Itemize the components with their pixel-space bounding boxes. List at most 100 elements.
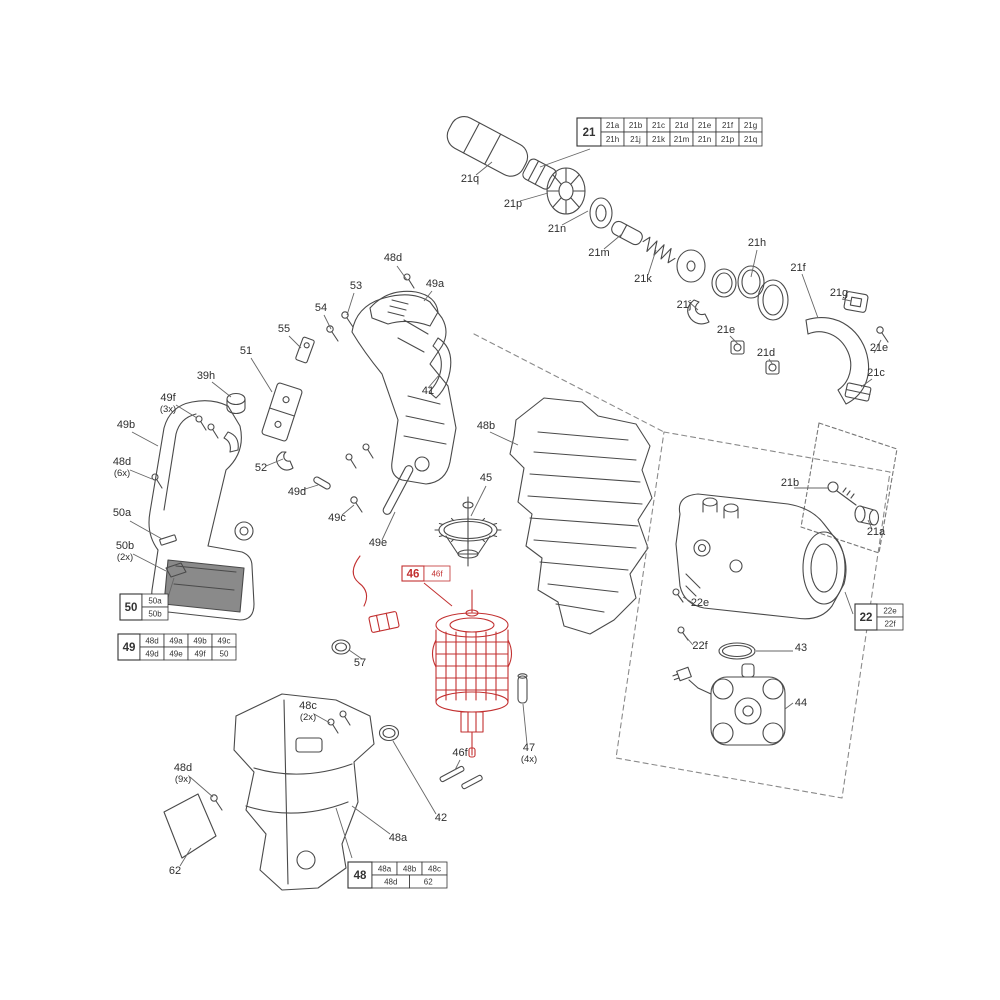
screw-53-drawing [341, 311, 354, 328]
leader-line [867, 519, 873, 530]
part-label-53: 53 [350, 280, 362, 292]
part-label-21m: 21m [588, 247, 609, 259]
part-label-21n: 21n [548, 223, 566, 235]
part-label-21e: 21e [717, 324, 735, 336]
screw-54-drawing [326, 325, 339, 342]
leader-line [250, 357, 273, 393]
o-ring-42-drawing [378, 724, 400, 742]
ref-box-number: 46 [407, 569, 420, 581]
leader-line [288, 335, 302, 349]
leader-line [131, 431, 159, 447]
leader-line [682, 596, 694, 604]
part-label-49a: 49a [426, 278, 445, 290]
part-label-21k: 21k [634, 273, 652, 285]
screws-48c-drawing [327, 710, 351, 734]
part-label-qty: (4x) [521, 754, 537, 765]
o-ring-43-drawing [718, 642, 756, 660]
leader-line [729, 335, 739, 345]
part-label-45: 45 [480, 472, 492, 484]
bevel-gear-drawing [434, 496, 502, 567]
leader-line [539, 148, 591, 168]
leader-line [129, 469, 153, 480]
leader-line [522, 703, 528, 745]
leader-line [313, 713, 331, 724]
leader-line [323, 314, 332, 330]
part-label-55: 55 [278, 323, 290, 335]
screw-a-drawing [345, 453, 357, 469]
ref-box-number: 49 [123, 642, 136, 654]
ref-box-cell: 62 [424, 878, 433, 887]
barrel-drawing [446, 116, 557, 190]
ref-box-cell: 21e [698, 121, 712, 130]
leader-line [750, 249, 758, 278]
ref-box-number: 21 [583, 127, 596, 139]
ref-box-cell: 50b [148, 610, 162, 619]
part-label-49e: 49e [369, 537, 387, 549]
ref-box-cell: 21p [721, 135, 735, 144]
pins-46f-drawing [439, 765, 483, 790]
knob-drawing [854, 505, 880, 526]
part-label-47: 47 [523, 742, 535, 754]
cover-shell-drawing [805, 317, 870, 405]
leader-lines [129, 148, 882, 867]
ref-box-cell: 48a [378, 865, 392, 874]
ref-box-cell: 22e [883, 607, 897, 616]
screw-right-drawing [876, 326, 889, 343]
ref-box-cell: 21d [675, 121, 688, 130]
leader-line [423, 290, 433, 302]
part-label-21q: 21q [461, 173, 479, 185]
part-label-qty: (3x) [160, 404, 176, 415]
screw-49c-drawing [350, 496, 363, 513]
part-label-qty: (6x) [114, 468, 130, 479]
ring-57-drawing [331, 639, 351, 655]
part-label-48d: 48d [384, 252, 402, 264]
screw-b-drawing [362, 443, 374, 459]
ref-box-cell: 49a [169, 637, 183, 646]
leader-line [844, 591, 854, 615]
ref-box-cell: 48b [403, 865, 417, 874]
part-label-qty: (2x) [300, 712, 316, 723]
leader-line [801, 273, 819, 319]
motor-housing-top-drawing [351, 294, 457, 485]
part-label-22f: 22f [692, 640, 708, 652]
spring-drawing [642, 236, 676, 264]
ref-box-cell: 50a [148, 597, 162, 606]
screw-48d-left-drawing [151, 473, 163, 489]
rod-49e-drawing [382, 465, 414, 515]
ref-box-cell: 21g [744, 121, 757, 130]
wire-red-drawing [352, 555, 368, 607]
leader-line [873, 339, 882, 354]
leader-line [381, 511, 396, 541]
part-label-qty: (9x) [175, 774, 191, 785]
leader-line [470, 485, 487, 517]
foil-62-drawing [163, 793, 217, 859]
part-label-21d: 21d [757, 347, 775, 359]
ring-large-drawing [737, 265, 765, 299]
part-label-48a: 48a [389, 832, 408, 844]
ref-box-cell: 21a [606, 121, 620, 130]
ref-box-cell: 48c [428, 865, 441, 874]
part-label-49f: 49f [160, 392, 176, 404]
ring-small-drawing [711, 268, 737, 298]
leader-line [335, 807, 353, 859]
ref-box-cell: 21n [698, 135, 711, 144]
coupler-disc-drawing [676, 249, 706, 283]
screw-22e-drawing [672, 588, 684, 603]
part-label-21b: 21b [781, 477, 799, 489]
part-label-46f: 46f [452, 747, 468, 759]
field-housing-drawing [509, 397, 653, 635]
screw-48d-bottom-drawing [210, 794, 223, 811]
part-label-49d: 49d [288, 486, 306, 498]
part-label-50b: 50b [116, 540, 134, 552]
part-label-43: 43 [795, 642, 807, 654]
bottom-housing-drawing [233, 693, 375, 891]
part-label-21f: 21f [790, 262, 806, 274]
part-label-48d: 48d [174, 762, 192, 774]
leader-line [348, 649, 363, 660]
pin-49d-drawing [313, 476, 331, 490]
